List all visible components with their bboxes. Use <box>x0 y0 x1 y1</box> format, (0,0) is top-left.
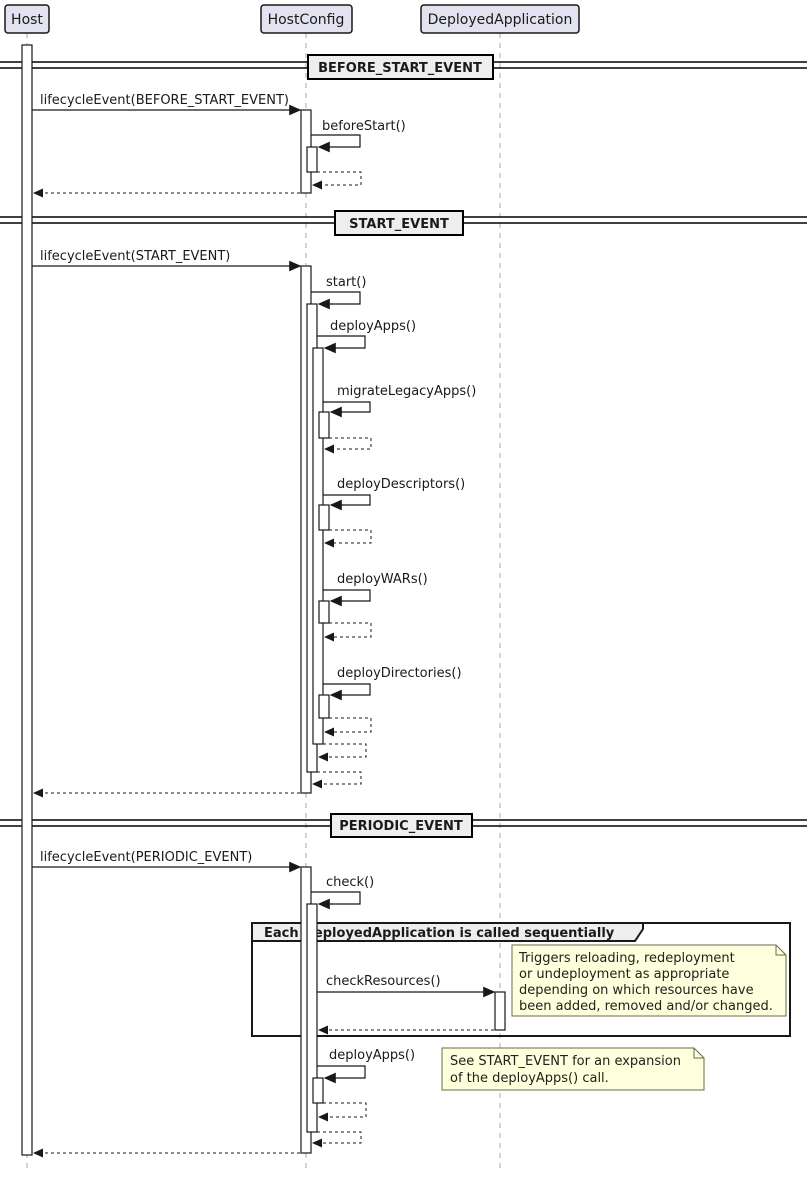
note-line: depending on which resources have <box>519 983 754 998</box>
arrow-start-self <box>311 291 361 310</box>
participant-label: Host <box>11 12 43 28</box>
note-line: of the deployApps() call. <box>450 1071 609 1086</box>
divider-before-start-event: BEFORE_START_EVENT <box>0 54 807 80</box>
arrow-deploydirectories-self <box>323 683 371 701</box>
frame-label: Each DeployedApplication is called seque… <box>264 926 615 941</box>
arrow-migratelegacyapps-self <box>323 401 371 418</box>
return-deploywars <box>324 622 372 642</box>
message-label-deployapps: deployApps() <box>330 319 416 334</box>
divider-periodic-event: PERIODIC_EVENT <box>0 813 807 838</box>
participant-label: DeployedApplication <box>428 12 573 28</box>
note-check-resources: Triggers reloading, redeployment or unde… <box>511 944 787 1017</box>
arrow-deployapps-periodic-self <box>317 1065 366 1084</box>
return-deploydescriptors <box>324 529 372 548</box>
message-label-checkresources: checkResources() <box>326 974 441 989</box>
message-label-start: start() <box>326 275 366 290</box>
message-label-beforestart: beforeStart() <box>322 119 406 134</box>
participant-label: HostConfig <box>268 12 345 28</box>
note-line: been added, removed and/or changed. <box>519 999 773 1014</box>
activation-deploywars <box>318 600 330 624</box>
activation-deployapps <box>312 347 324 745</box>
divider-start-event: START_EVENT <box>0 210 807 236</box>
arrow-beforestart-self <box>311 134 361 153</box>
activation-deployedapplication <box>494 991 506 1031</box>
return-deploydirectories <box>324 717 372 737</box>
message-label-lifecycle-before-start: lifecycleEvent(BEFORE_START_EVENT) <box>40 93 289 108</box>
arrow-deploydescriptors-self <box>323 494 371 511</box>
activation-migratelegacyapps <box>318 411 330 439</box>
return-start <box>312 771 362 789</box>
divider-label: PERIODIC_EVENT <box>339 819 463 834</box>
note-deploy-apps: See START_EVENT for an expansion of the … <box>441 1047 705 1091</box>
participant-hostconfig: HostConfig <box>260 4 353 34</box>
message-label-deploywars: deployWARs() <box>337 572 428 587</box>
participant-host: Host <box>4 4 50 34</box>
arrow-deploywars-self <box>323 589 371 607</box>
message-label-lifecycle-periodic: lifecycleEvent(PERIODIC_EVENT) <box>40 850 252 865</box>
note-line: or undeployment as appropriate <box>519 967 729 982</box>
participant-deployedapplication: DeployedApplication <box>420 4 580 34</box>
message-label-deploydescriptors: deployDescriptors() <box>337 477 465 492</box>
note-line: See START_EVENT for an expansion <box>450 1054 681 1069</box>
message-label-deploydirectories: deployDirectories() <box>337 666 462 681</box>
arrow-check-self <box>311 891 361 910</box>
return-beforestart <box>312 171 362 190</box>
activation-host <box>21 44 33 1156</box>
message-label-lifecycle-start: lifecycleEvent(START_EVENT) <box>40 249 230 264</box>
divider-label: START_EVENT <box>349 217 449 232</box>
activation-beforestart <box>306 146 318 173</box>
activation-deploydescriptors <box>318 504 330 531</box>
activation-deploydirectories <box>318 694 330 719</box>
message-label-migratelegacyapps: migrateLegacyApps() <box>337 384 476 399</box>
divider-label: BEFORE_START_EVENT <box>318 61 482 76</box>
return-deployapps-periodic <box>318 1102 367 1122</box>
return-deployapps <box>318 743 367 762</box>
note-line: Triggers reloading, redeployment <box>518 951 735 966</box>
frame-sequential-group: Each DeployedApplication is called seque… <box>251 922 791 1037</box>
arrow-deployapps-self <box>317 335 366 354</box>
message-label-check: check() <box>326 875 374 890</box>
message-label-deployapps-periodic: deployApps() <box>329 1048 415 1063</box>
return-check <box>312 1131 362 1148</box>
activation-check <box>306 903 318 1133</box>
activation-deployapps-periodic <box>312 1077 324 1104</box>
return-migratelegacyapps <box>324 437 372 454</box>
